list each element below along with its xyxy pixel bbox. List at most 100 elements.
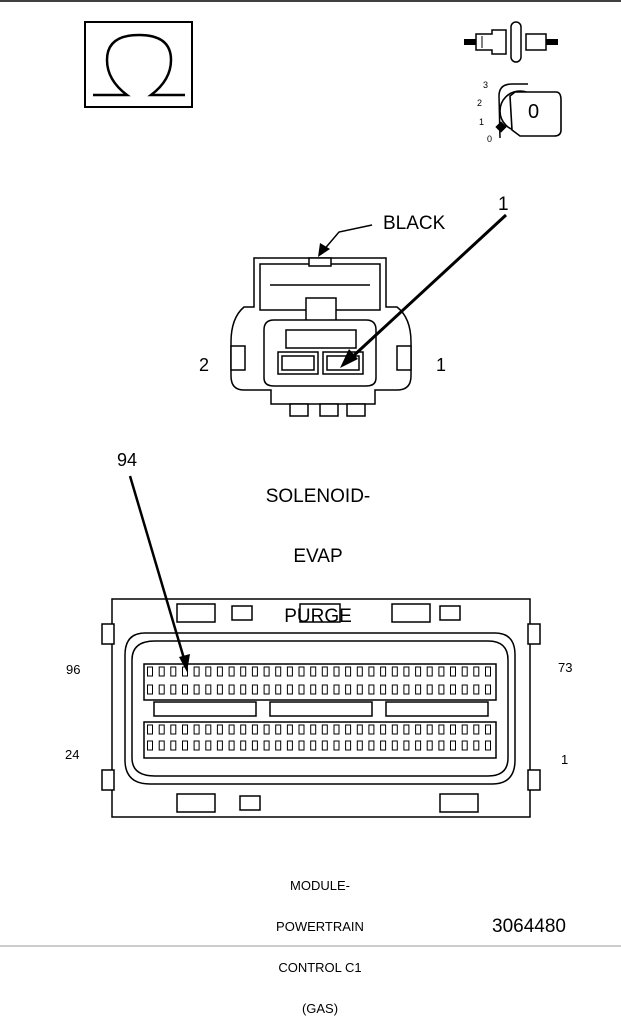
pcm-pin-cavity — [205, 724, 212, 735]
pcm-pin-73-label: 73 — [558, 660, 573, 675]
solenoid-pin-2-label: 2 — [199, 355, 210, 375]
pcm-pin-cavity — [147, 684, 153, 695]
solenoid-title-line-1: SOLENOID- — [265, 485, 371, 507]
pcm-pin-cavity — [205, 740, 212, 751]
pcm-pin-cavity — [345, 740, 352, 751]
pcm-pin-cavity — [391, 666, 398, 677]
pcm-pin-cavity — [368, 740, 375, 751]
figure-number: 3064480 — [492, 916, 566, 937]
pcm-pin-cavity — [170, 684, 177, 695]
pcm-pin-cavity — [380, 666, 387, 677]
pcm-pin-cavity — [193, 724, 200, 735]
pcm-pin-cavity — [403, 740, 410, 751]
pcm-pin-cavity — [193, 684, 200, 695]
pcm-pin-cavity — [240, 666, 247, 677]
pcm-title-line-3: CONTROL C1 — [278, 960, 362, 976]
pcm-pin-cavity — [461, 666, 468, 677]
pcm-pin-cavity — [333, 684, 340, 695]
pcm-pin-cavity — [216, 724, 223, 735]
pcm-pin-cavity — [438, 684, 445, 695]
pcm-pin-cavity — [391, 724, 398, 735]
pcm-pin-cavity — [391, 684, 398, 695]
solenoid-connector — [230, 257, 412, 417]
pcm-pin-cavity — [450, 724, 456, 735]
pcm-pin-cavity — [170, 724, 177, 735]
pcm-pin-grid — [147, 666, 491, 751]
solenoid-pin-callout: 1 — [498, 194, 509, 215]
ignition-key-icon — [495, 83, 562, 139]
disconnected-connector-icon — [464, 21, 558, 63]
pcm-pin-cavity — [251, 724, 258, 735]
pcm-title-line-4: (GAS) — [301, 1001, 339, 1017]
pcm-pin-cavity — [298, 724, 305, 735]
ignition-position-2: 2 — [477, 98, 483, 108]
pcm-pin-cavity — [403, 684, 410, 695]
pcm-pin-cavity — [415, 724, 422, 735]
pcm-pin-cavity — [158, 666, 165, 677]
pcm-pin-cavity — [450, 740, 456, 751]
pcm-pin-cavity — [426, 666, 433, 677]
pcm-pin-cavity — [321, 740, 328, 751]
pcm-pin-cavity — [438, 666, 445, 677]
pcm-pin-cavity — [158, 684, 165, 695]
pcm-pin-cavity — [205, 684, 212, 695]
pcm-pin-cavity — [403, 724, 410, 735]
pcm-pin-cavity — [158, 740, 165, 751]
pcm-pin-cavity — [380, 740, 387, 751]
pcm-pin-cavity — [461, 724, 468, 735]
pcm-pin-cavity — [275, 684, 282, 695]
pcm-pin-cavity — [426, 724, 433, 735]
pcm-pin-cavity — [275, 740, 282, 751]
pcm-pin-cavity — [251, 740, 258, 751]
pcm-title: MODULE- POWERTRAIN CONTROL C1 (GAS) — [250, 852, 390, 1029]
pcm-pin-cavity — [310, 724, 317, 735]
pcm-pin-cavity — [450, 684, 456, 695]
pcm-pin-cavity — [356, 684, 363, 695]
pcm-pin-cavity — [415, 740, 422, 751]
pcm-pin-cavity — [485, 666, 491, 677]
ignition-key-label: 0 — [528, 101, 540, 123]
pcm-pin-cavity — [438, 724, 445, 735]
pcm-pin-cavity — [415, 666, 422, 677]
pcm-pin-cavity — [263, 666, 270, 677]
pcm-pin-cavity — [205, 666, 212, 677]
pcm-pin-cavity — [170, 666, 177, 677]
pcm-pin-cavity — [356, 724, 363, 735]
pcm-pin-cavity — [321, 684, 328, 695]
pcm-pin-24-label: 24 — [65, 747, 80, 762]
pcm-pin-cavity — [391, 740, 398, 751]
pcm-pin-cavity — [403, 666, 410, 677]
pcm-title-line-2: POWERTRAIN — [276, 919, 364, 935]
pcm-pin-cavity — [182, 740, 188, 751]
pcm-pin-cavity — [310, 666, 317, 677]
ignition-position-1: 1 — [479, 117, 485, 127]
pcm-pin-cavity — [263, 684, 270, 695]
pcm-pin-cavity — [473, 684, 480, 695]
pcm-pin-cavity — [216, 740, 223, 751]
pcm-pin-cavity — [380, 684, 387, 695]
pcm-pin-cavity — [345, 724, 352, 735]
pcm-pin-cavity — [310, 740, 317, 751]
pcm-pin-cavity — [170, 740, 177, 751]
pcm-pin-cavity — [333, 724, 340, 735]
pcm-pin-cavity — [473, 724, 480, 735]
solenoid-title-line-2: EVAP — [293, 545, 343, 567]
pcm-pin-cavity — [182, 684, 188, 695]
pcm-pin-cavity — [368, 666, 375, 677]
pcm-pin-cavity — [345, 684, 352, 695]
pcm-pin-cavity — [275, 666, 282, 677]
pcm-pin-cavity — [193, 740, 200, 751]
pcm-pin-cavity — [298, 666, 305, 677]
pcm-pin-cavity — [298, 684, 305, 695]
pcm-pin-cavity — [310, 684, 317, 695]
pcm-pin-cavity — [286, 666, 293, 677]
pcm-pin-cavity — [240, 684, 247, 695]
pcm-pin-cavity — [426, 684, 433, 695]
connector-color-label: BLACK — [383, 213, 446, 234]
pcm-pin-cavity — [286, 724, 293, 735]
pcm-pin-cavity — [426, 740, 433, 751]
pcm-pin-cavity — [147, 740, 153, 751]
pcm-pin-cavity — [228, 666, 235, 677]
pcm-pin-cavity — [228, 740, 235, 751]
